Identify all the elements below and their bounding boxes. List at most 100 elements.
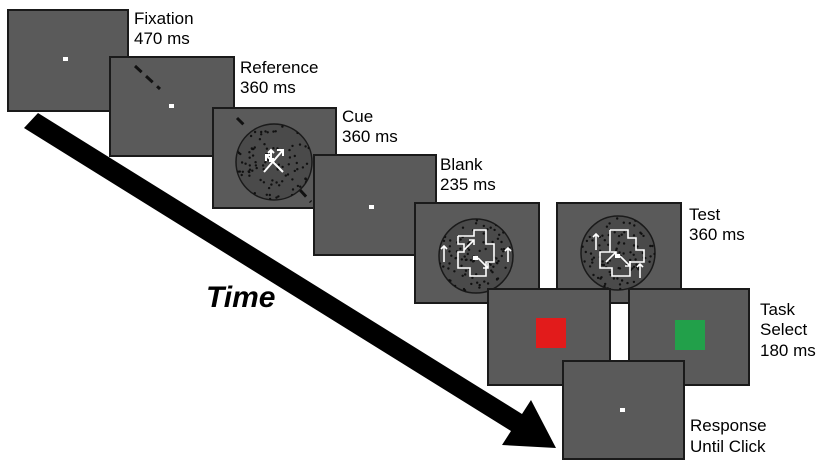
dot — [272, 130, 275, 133]
dot — [608, 270, 611, 274]
dot — [633, 224, 636, 227]
dot — [266, 131, 269, 134]
dot — [632, 280, 636, 284]
dot — [620, 233, 623, 236]
dot — [262, 181, 266, 184]
dot — [251, 169, 254, 172]
dot — [275, 196, 278, 199]
dot — [495, 277, 499, 281]
dot — [489, 263, 492, 266]
dot — [248, 170, 251, 174]
dot — [475, 219, 479, 222]
dot — [608, 259, 612, 262]
dot — [602, 263, 606, 267]
dot — [304, 145, 307, 148]
time-label: Time — [206, 281, 275, 314]
dot — [608, 222, 611, 225]
dot — [618, 251, 621, 254]
dot — [591, 239, 594, 242]
duration-fixation: 470 ms — [134, 29, 190, 48]
dot — [471, 260, 475, 263]
dot — [620, 279, 624, 282]
dot — [263, 143, 266, 146]
dot — [489, 226, 492, 229]
dot — [255, 166, 258, 170]
dot — [604, 282, 607, 286]
fixation-point — [169, 104, 174, 108]
dot — [599, 277, 602, 280]
dot — [463, 289, 467, 292]
dot — [482, 224, 485, 228]
dot — [622, 252, 625, 255]
dot — [478, 249, 481, 253]
duration-test: 360 ms — [689, 225, 745, 244]
dot — [288, 156, 292, 159]
dot — [606, 261, 609, 265]
dot — [482, 232, 485, 235]
dot — [448, 245, 452, 248]
dot — [295, 161, 298, 165]
dot — [622, 242, 626, 245]
dot — [467, 248, 471, 251]
dot — [277, 163, 280, 166]
dot — [240, 173, 243, 177]
dot — [291, 178, 294, 181]
dot — [628, 222, 631, 225]
dot — [612, 277, 616, 280]
dot — [248, 151, 251, 154]
dot — [293, 169, 296, 173]
dot — [448, 262, 451, 265]
dot — [618, 283, 622, 286]
dot — [617, 234, 621, 238]
dot — [241, 170, 244, 173]
label-fixation: Fixation — [134, 9, 194, 28]
dot — [291, 188, 295, 191]
dot — [464, 258, 468, 262]
dot — [471, 276, 474, 279]
dot — [591, 258, 594, 261]
dot — [461, 274, 464, 277]
dot — [622, 221, 625, 224]
dot — [629, 251, 632, 254]
dot — [649, 244, 652, 248]
dot — [463, 255, 466, 258]
dot — [486, 282, 490, 285]
label-response: Response — [690, 416, 767, 435]
dot — [502, 250, 505, 253]
dot — [607, 243, 610, 246]
dot — [478, 283, 481, 287]
dot — [491, 271, 494, 274]
task-cue-red — [536, 318, 566, 348]
dot — [632, 234, 636, 237]
dot — [466, 252, 469, 256]
label-task: Task — [760, 300, 795, 319]
dot — [268, 197, 272, 200]
dot — [254, 161, 257, 164]
dot — [248, 164, 251, 167]
dot — [584, 250, 587, 254]
dot — [496, 237, 500, 240]
dot — [301, 166, 305, 169]
dot — [275, 181, 278, 184]
dot — [601, 234, 604, 237]
dot — [267, 186, 271, 190]
dot — [475, 273, 478, 276]
dot — [601, 260, 604, 263]
dot — [476, 281, 479, 284]
dot — [642, 234, 645, 238]
dot — [649, 255, 652, 258]
dot — [244, 162, 247, 165]
dot — [264, 161, 267, 164]
dot — [271, 179, 274, 182]
dot — [502, 231, 505, 234]
dot — [464, 269, 468, 272]
frame-test-left — [414, 202, 540, 304]
dot — [492, 265, 495, 268]
dot — [296, 168, 299, 171]
dot — [249, 134, 253, 138]
dot — [248, 168, 252, 171]
dot — [272, 147, 275, 150]
dot — [454, 257, 457, 260]
dot — [588, 235, 591, 239]
dot — [264, 130, 267, 133]
